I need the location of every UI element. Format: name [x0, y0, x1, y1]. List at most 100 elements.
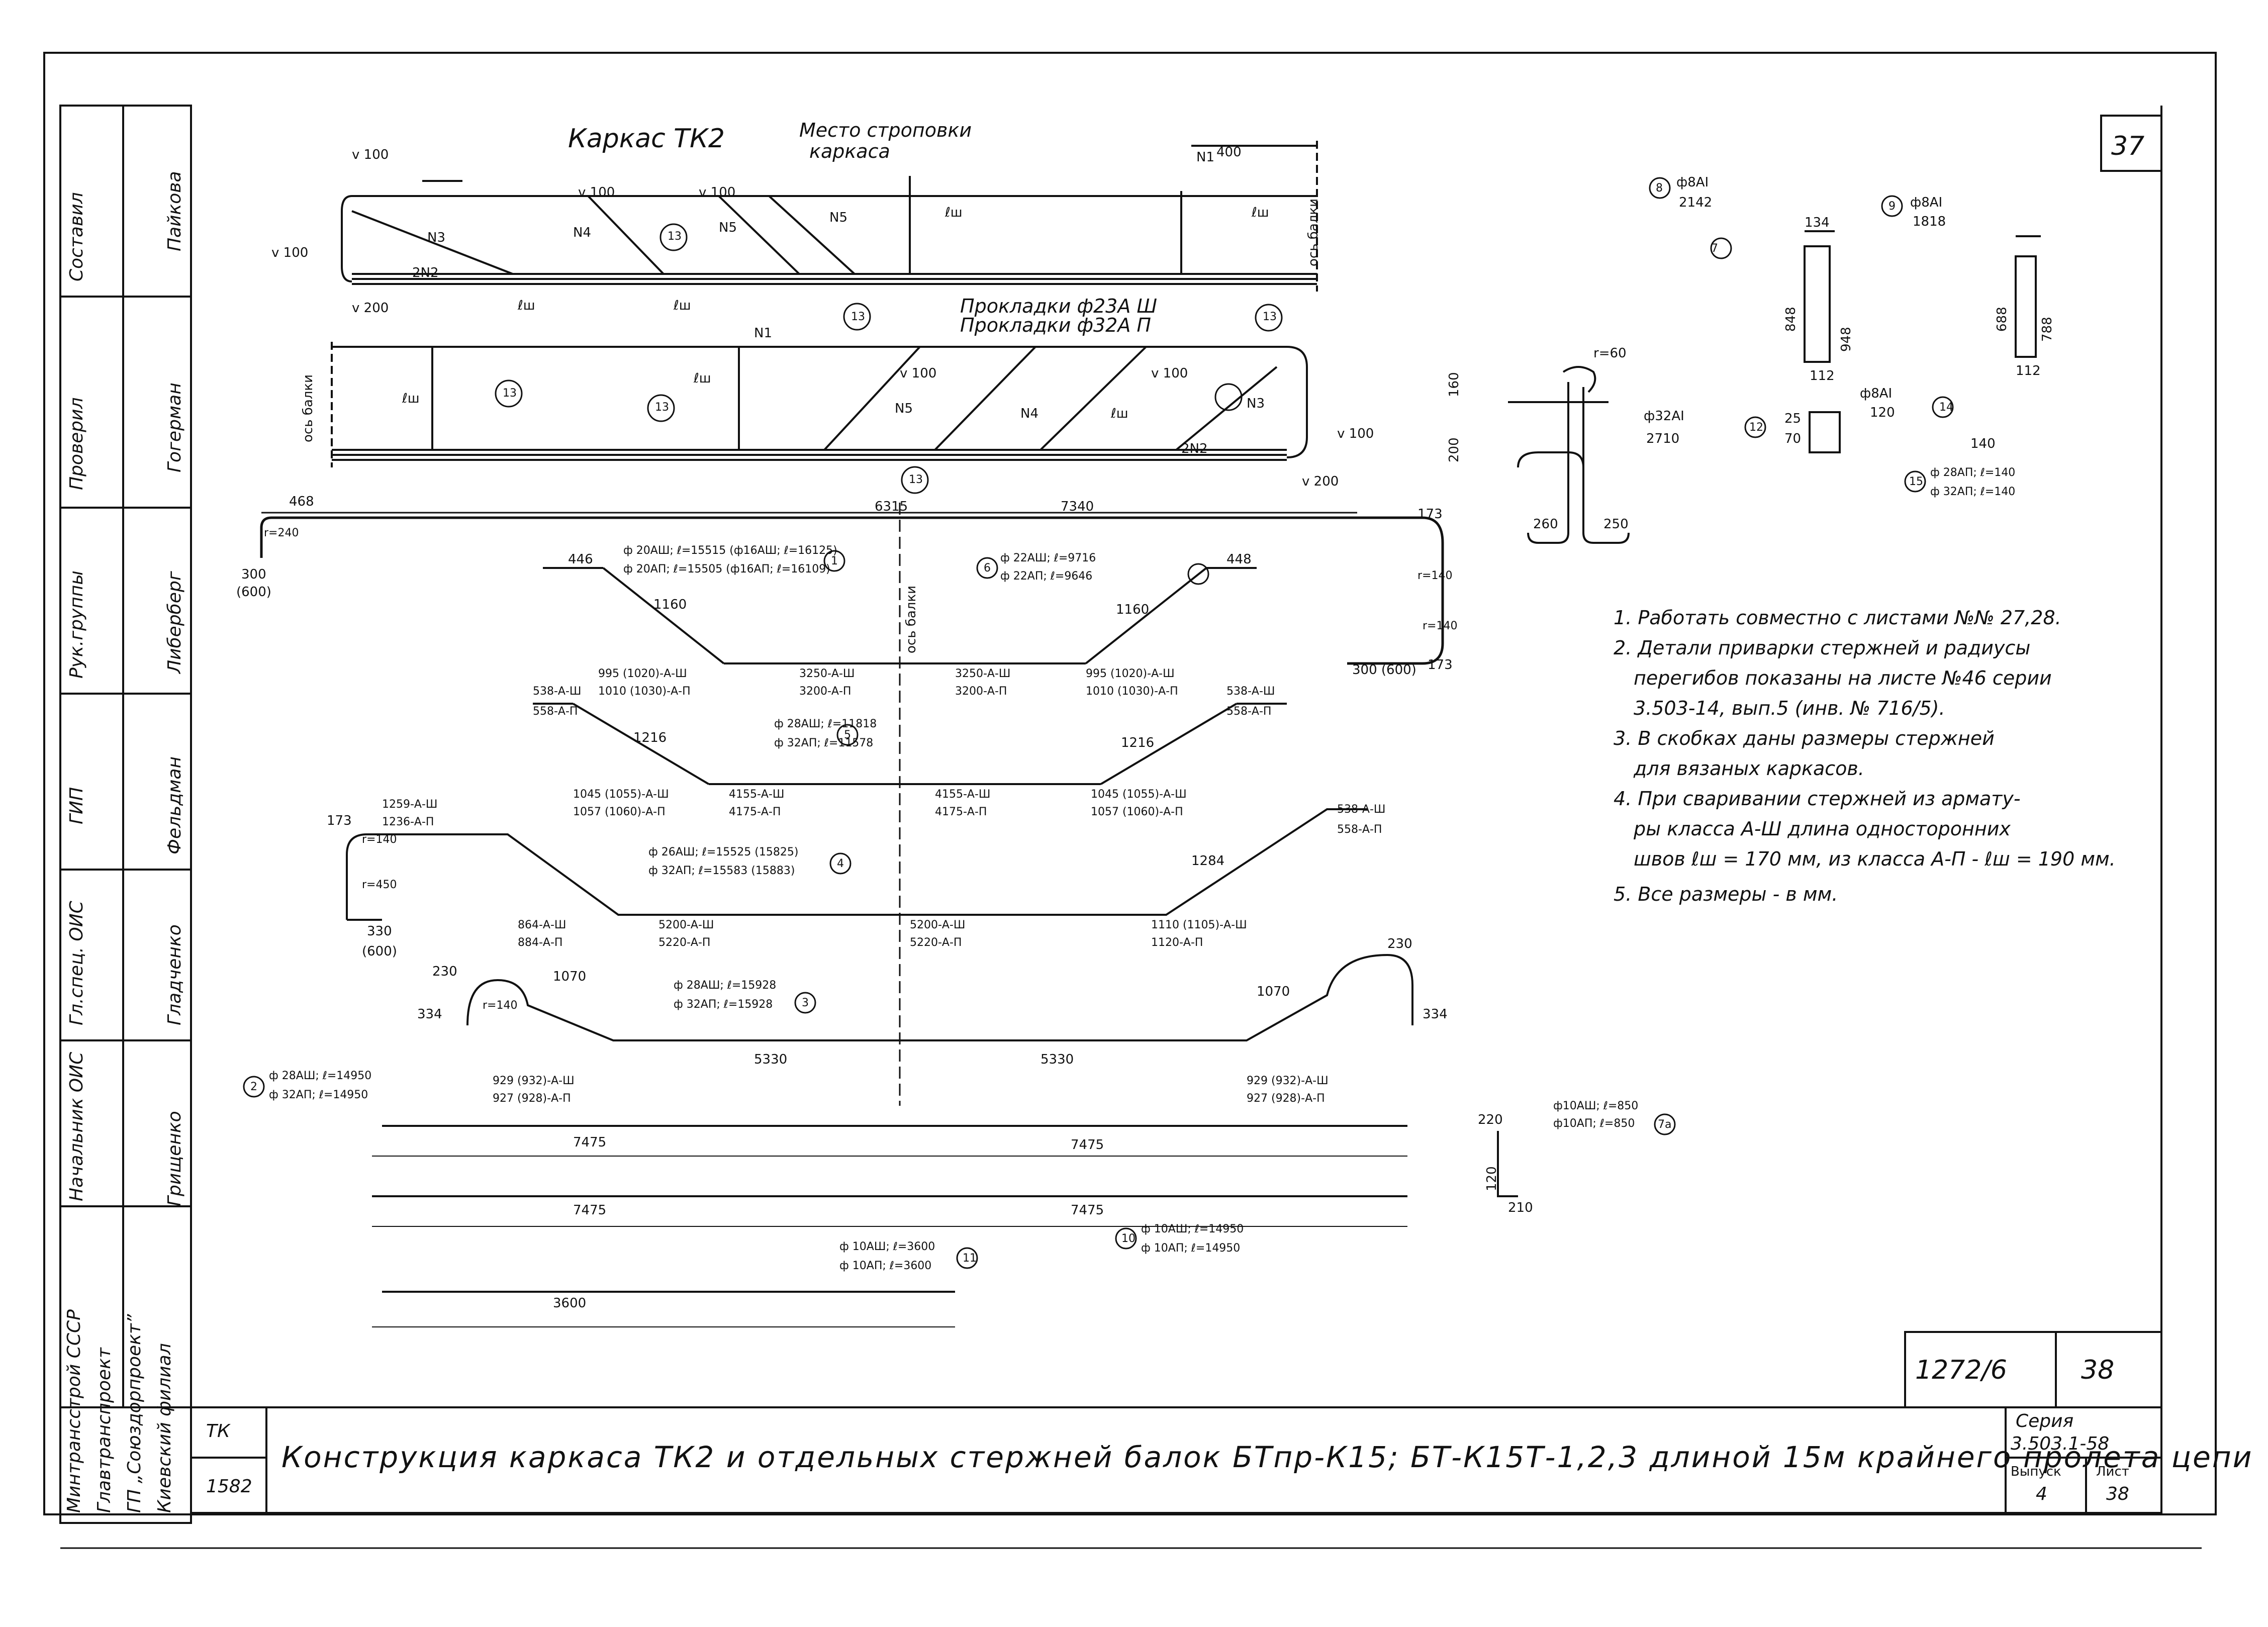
dim-558-c: 558-А-П — [1337, 823, 1382, 836]
marker-13-e: 13 — [655, 401, 669, 414]
dim-5220-b: 5220-А-П — [910, 936, 962, 949]
dim-330: 330 — [367, 924, 392, 939]
bar-1-shape — [260, 503, 1444, 1106]
dim-3250-a: 3250-А-Ш — [799, 667, 855, 680]
dim-334-b: 334 — [1423, 1007, 1448, 1022]
markers — [243, 177, 1954, 1269]
marker-13-f: 13 — [909, 473, 923, 486]
dim-200: 200 — [1447, 437, 1462, 462]
spacer-label-2: Прокладки ф32А П — [960, 314, 1151, 336]
dim-1216-b: 1216 — [1121, 735, 1155, 750]
bar6-spec-a: ф 22АШ; ℓ=9716 — [1000, 552, 1096, 564]
dim-173-b: 173 — [1428, 657, 1453, 673]
marker-11: 11 — [963, 1252, 977, 1265]
stamp-name-5: Гладченко — [164, 924, 185, 1025]
dim-6315: 6315 — [875, 499, 908, 514]
dim-1057-a: 1057 (1060)-А-П — [573, 806, 666, 818]
marker-7a: 7а — [1658, 1118, 1672, 1131]
label-v200-b: v 200 — [1302, 474, 1339, 489]
bar12-spec-a: ф32АI — [1644, 409, 1684, 424]
dim-7475-a: 7475 — [573, 1135, 607, 1150]
label-v100-a: v 100 — [352, 147, 389, 162]
frame-title: Каркас ТК2 — [568, 124, 725, 154]
dim-7475-d: 7475 — [1071, 1203, 1104, 1218]
radius-240: r=240 — [264, 527, 299, 539]
bar4-spec-a: ф 26АШ; ℓ=15525 (15825) — [648, 846, 799, 858]
dim-448: 448 — [1226, 552, 1252, 567]
label-2n2-b: 2N2 — [1181, 441, 1208, 456]
label-lsh-c: ℓш — [518, 298, 535, 313]
bar15-spec-a: ф 28АП; ℓ=140 — [1930, 466, 2016, 479]
dim-173-a: 173 — [1418, 507, 1443, 522]
bar10-spec-b: ф 10АП; ℓ=14950 — [1141, 1242, 1241, 1255]
sheet-label: Лист — [2096, 1464, 2129, 1479]
dim-1236: 1236-А-П — [382, 816, 434, 828]
dim-5220-a: 5220-А-П — [658, 936, 711, 949]
dim-788: 788 — [2040, 317, 2055, 342]
note-3a: 3. В скобках даны размеры стержней — [1614, 727, 1995, 749]
marker-4: 4 — [837, 857, 844, 870]
org-line-1: Минтрансстрой СССР — [64, 1309, 84, 1513]
dim-929-a: 929 (932)-А-Ш — [493, 1075, 575, 1087]
dim-5200-b: 5200-А-Ш — [910, 919, 966, 931]
series-label: Серия — [2016, 1411, 2074, 1431]
marker-13-c: 13 — [1263, 311, 1277, 323]
dim-7475-c: 7475 — [573, 1203, 607, 1218]
marker-10: 10 — [1121, 1232, 1136, 1245]
stamp-role-4: ГИП — [66, 787, 87, 824]
stamp-name-1: Пайкова — [164, 171, 185, 251]
axis-beam-label-a: ось балки — [1306, 199, 1321, 266]
series-value: 3.503.1-58 — [2011, 1433, 2110, 1454]
marker-13-a: 13 — [668, 230, 682, 243]
sheet-frame — [43, 52, 2217, 1515]
label-n1-b: N1 — [754, 326, 772, 341]
dim-160: 160 — [1447, 372, 1462, 397]
bar12-spec-b: 2710 — [1646, 431, 1680, 446]
label-v100-d: v 100 — [271, 245, 309, 260]
dim-25: 25 — [1784, 411, 1802, 426]
marker-3: 3 — [802, 997, 809, 1009]
label-n5-a: N5 — [719, 220, 737, 235]
dim-1045-a: 1045 (1055)-А-Ш — [573, 788, 669, 801]
dim-300-600-b: 300 (600) — [1352, 662, 1416, 678]
note-2b: перегибов показаны на листе №46 серии — [1634, 667, 2052, 689]
bar7a-spec-a: ф10АШ; ℓ=850 — [1553, 1100, 1639, 1112]
radius-140-c: r=140 — [362, 833, 397, 846]
dim-1010-a: 1010 (1030)-А-П — [598, 685, 691, 698]
note-2a: 2. Детали приварки стержней и радиусы — [1614, 637, 2031, 659]
dim-1057-b: 1057 (1060)-А-П — [1091, 806, 1183, 818]
dim-3200-a: 3200-А-П — [799, 685, 852, 698]
title-block — [190, 1406, 2162, 1514]
label-lsh-f: ℓш — [694, 371, 711, 386]
drawing-title: Конструкция каркаса ТК2 и отдельных стер… — [281, 1440, 2253, 1474]
dim-929-b: 929 (932)-А-Ш — [1247, 1075, 1329, 1087]
bar11-spec-b: ф 10АП; ℓ=3600 — [839, 1260, 932, 1272]
marker-14: 14 — [1939, 401, 1953, 414]
dim-848: 848 — [1783, 307, 1799, 332]
dim-5330-b: 5330 — [1041, 1052, 1074, 1067]
bar-5-shape — [533, 703, 1287, 785]
dim-688: 688 — [1995, 307, 2010, 332]
dim-7340: 7340 — [1061, 499, 1094, 514]
dim-558-b: 558-А-П — [1226, 705, 1272, 718]
dim-4155-b: 4155-А-Ш — [935, 788, 991, 801]
marker-1: 1 — [831, 555, 838, 567]
dim-995-a: 995 (1020)-А-Ш — [598, 667, 687, 680]
marker-9: 9 — [1888, 200, 1896, 213]
label-2n2-a: 2N2 — [412, 265, 439, 280]
note-4a: 4. При сваривании стержней из армату- — [1614, 788, 2021, 810]
stamp-name-2: Гогерман — [164, 382, 185, 472]
dim-538-b: 538-А-Ш — [1226, 685, 1275, 698]
dim-173-c: 173 — [327, 813, 352, 828]
dim-1284: 1284 — [1191, 853, 1225, 869]
label-v100-f: v 100 — [900, 366, 937, 381]
dim-70: 70 — [1784, 431, 1802, 446]
bar-4-shape — [346, 808, 1367, 921]
stamp-role-6: Начальник ОИС — [66, 1051, 87, 1201]
note-3b: для вязаных каркасов. — [1634, 757, 1864, 780]
note-5: 5. Все размеры - в мм. — [1614, 883, 1838, 905]
dim-1160-b: 1160 — [1116, 602, 1150, 617]
frame-tk2-lower — [331, 342, 1308, 467]
bar9-spec-b: 1818 — [1913, 214, 1946, 229]
radius-140-a: r=140 — [1418, 569, 1453, 582]
